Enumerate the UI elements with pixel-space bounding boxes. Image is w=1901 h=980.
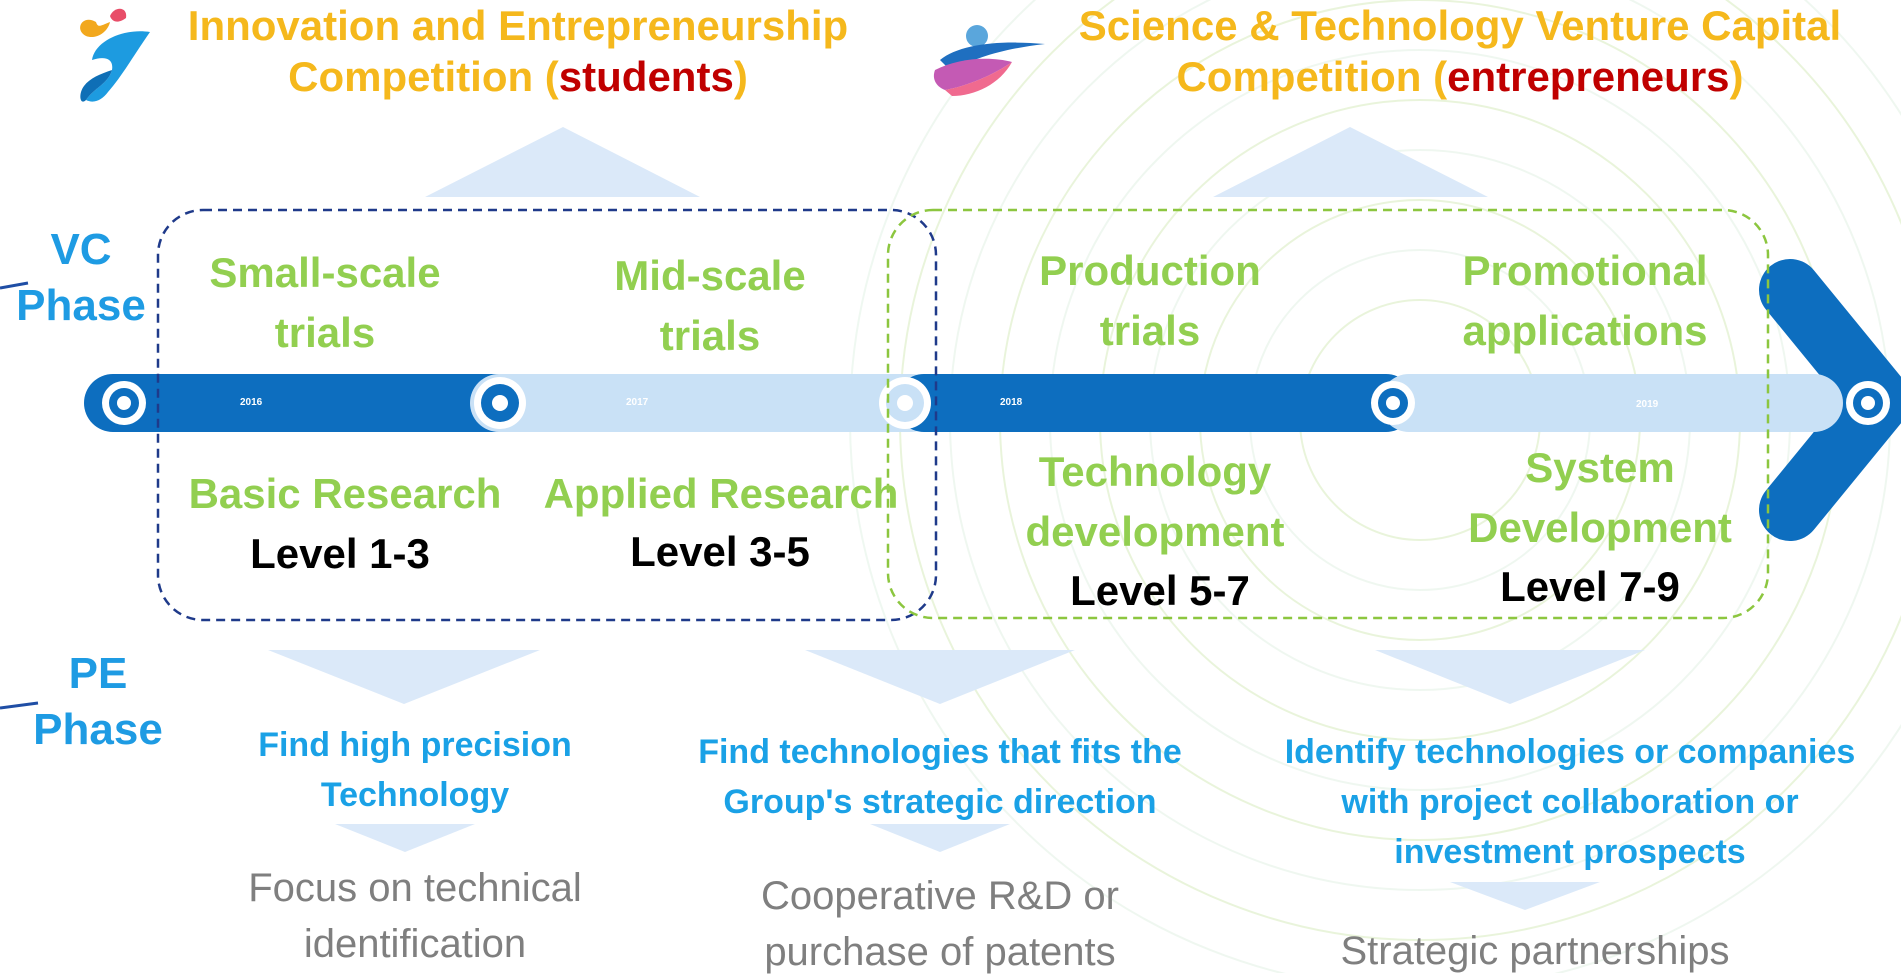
pe-outcome-1: Focus on technical identification — [215, 860, 615, 972]
stage-line: System — [1525, 444, 1675, 491]
stage-line: trials — [274, 309, 376, 356]
up-arrow-right — [1213, 127, 1488, 197]
stage-line: Technology — [1038, 448, 1272, 495]
stage-line: Development — [1468, 504, 1732, 551]
stage-line: trials — [1099, 307, 1201, 354]
phase-line: Phase — [16, 281, 146, 330]
down-arrow-2 — [805, 650, 1075, 704]
vc-phase-marker — [0, 281, 29, 290]
title-line: Innovation and Entrepreneurship — [187, 2, 849, 49]
title-text: Competition ( — [288, 53, 559, 100]
timeline-node-icon — [474, 377, 526, 429]
stage-research-3: Technology development — [1005, 442, 1305, 562]
stage-trial-3: Production trials — [1000, 241, 1300, 361]
stage-trial-1: Small-scale trials — [175, 243, 475, 363]
stage-line: trials — [659, 312, 761, 359]
phase-line: PE — [68, 649, 128, 698]
title-line: Competition (entrepreneurs) — [1040, 51, 1880, 102]
timeline-segment-2019 — [1380, 374, 1843, 432]
phase-line: Phase — [33, 705, 163, 754]
goal-line: Group's strategic direction — [723, 783, 1157, 821]
outcome-line: purchase of patents — [764, 930, 1116, 974]
down-arrow-small-2 — [870, 824, 1010, 852]
stage-line: Promotional — [1462, 247, 1708, 294]
title-text: ) — [1729, 53, 1744, 100]
timeline-segment-2016 — [84, 374, 529, 432]
timeline-node-icon — [879, 377, 931, 429]
entrepreneurs-competition-title: Science & Technology Venture Capital Com… — [1040, 0, 1880, 102]
phase-line: VC — [50, 225, 112, 274]
students-competition-title: Innovation and Entrepreneurship Competit… — [158, 0, 878, 102]
pe-goal-1: Find high precision Technology — [220, 720, 610, 820]
down-arrow-small-1 — [335, 824, 475, 852]
goal-line: investment prospects — [1394, 833, 1746, 871]
stage-line: development — [1025, 508, 1285, 555]
pe-outcome-2: Cooperative R&D or purchase of patents — [735, 868, 1145, 980]
goal-line: Find high precision — [258, 726, 572, 764]
trl-level-3: Level 5-7 — [1070, 567, 1250, 614]
title-text: ) — [733, 53, 748, 100]
innovation-logo-icon — [80, 8, 150, 102]
trl-level-4: Level 7-9 — [1500, 563, 1680, 610]
stage-line: Mid-scale — [614, 252, 806, 299]
goal-line: Technology — [320, 776, 510, 814]
stage-line: Small-scale — [209, 249, 441, 296]
down-arrow-small-3 — [1450, 882, 1600, 910]
down-arrow-3 — [1375, 650, 1645, 704]
group-box-students — [156, 208, 938, 622]
stage-line: Production — [1039, 247, 1261, 294]
goal-line: Identify technologies or companies — [1284, 733, 1856, 771]
timeline-node-icon — [102, 381, 146, 425]
pe-outcome-3: Strategic partnerships — [1310, 923, 1760, 979]
title-line: Competition (students) — [158, 51, 878, 102]
group-box-entrepreneurs — [886, 208, 1770, 620]
stage-trial-4: Promotional applications — [1425, 241, 1745, 361]
title-highlight: entrepreneurs — [1447, 53, 1730, 100]
trl-level-2: Level 3-5 — [630, 528, 810, 575]
outcome-line: identification — [303, 922, 527, 966]
stage-research-1: Basic Research — [188, 470, 502, 517]
stage-research-4: System Development — [1440, 438, 1760, 558]
title-line: Science & Technology Venture Capital — [1078, 2, 1842, 49]
title-text: Competition ( — [1176, 53, 1448, 100]
stage-trial-2: Mid-scale trials — [560, 246, 860, 366]
goal-line: with project collaboration or — [1341, 783, 1799, 821]
trl-level-1: Level 1-3 — [250, 530, 430, 577]
up-arrow-left — [425, 127, 700, 197]
vc-phase-label: VC Phase — [0, 222, 162, 334]
outcome-line: Cooperative R&D or — [761, 874, 1119, 918]
timeline-segment-2017 — [470, 374, 940, 432]
stage-research-2: Applied Research — [543, 470, 899, 517]
pe-phase-label: PE Phase — [18, 646, 178, 758]
pe-goal-2: Find technologies that fits the Group's … — [660, 727, 1220, 827]
year-label: 2019 — [1636, 399, 1659, 410]
outcome-line: Focus on technical — [248, 866, 582, 910]
down-arrow-1 — [268, 650, 540, 704]
timeline-node-icon — [1371, 381, 1415, 425]
stage-line: applications — [1462, 307, 1708, 354]
timeline-segment-2018 — [895, 374, 1415, 432]
timeline-node-icon — [1846, 381, 1890, 425]
year-label: 2018 — [1000, 397, 1023, 408]
pe-phase-marker — [0, 701, 39, 710]
title-highlight: students — [558, 53, 734, 100]
year-label: 2016 — [240, 397, 263, 408]
outcome-line: Strategic partnerships — [1340, 929, 1730, 973]
year-label: 2017 — [626, 397, 649, 408]
venture-logo-icon — [933, 25, 1045, 96]
goal-line: Find technologies that fits the — [698, 733, 1182, 771]
pe-goal-3: Identify technologies or companies with … — [1250, 727, 1890, 877]
